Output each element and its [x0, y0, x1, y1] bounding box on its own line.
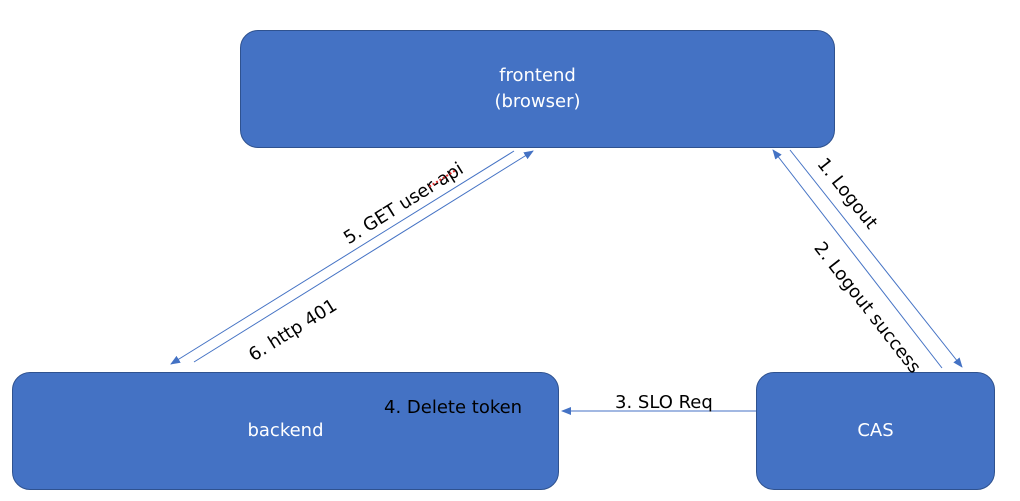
cas-node: CAS: [756, 372, 995, 490]
frontend-node: frontend (browser): [240, 30, 835, 148]
backend-node: backend: [12, 372, 559, 490]
backend-label: backend: [247, 420, 324, 441]
frontend-label: frontend: [499, 65, 576, 86]
arrow-get-user-api: [193, 150, 534, 363]
arrow-logout-success: [772, 149, 943, 369]
cas-label: CAS: [857, 420, 894, 441]
arrow-http-401: [170, 150, 515, 365]
label-slo-req: 3. SLO Req: [615, 392, 713, 413]
label-delete-token: 4. Delete token: [384, 397, 523, 418]
frontend-sublabel: (browser): [494, 91, 581, 112]
arrow-logout: [789, 149, 963, 368]
